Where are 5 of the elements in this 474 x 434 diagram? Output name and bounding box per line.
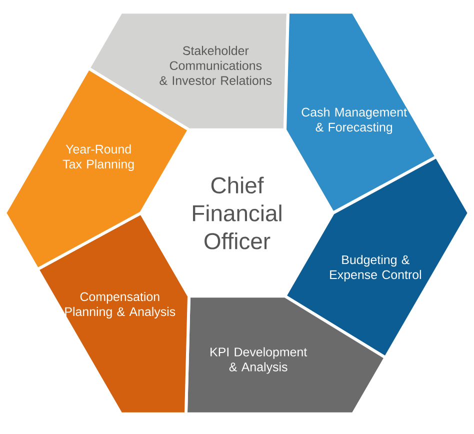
hexagon-segment: Cash Management & Forecasting: [284, 10, 438, 214]
center-title: Chief Financial Officer: [193, 176, 282, 250]
hexagon-segment: KPI Development & Analysis: [184, 294, 387, 416]
hexagon-segment: Stakeholder Communications & Investor Relations: [87, 10, 290, 132]
hexagon-segment: Compensation Planning & Analysis: [36, 212, 190, 416]
